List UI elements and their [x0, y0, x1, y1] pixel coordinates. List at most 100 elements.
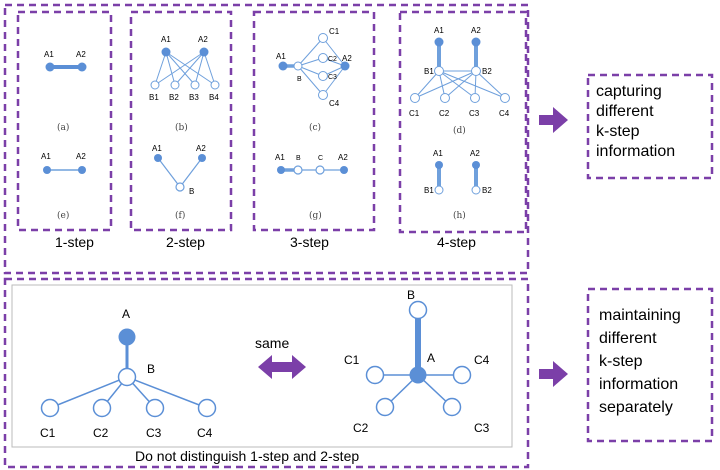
node-d-c4 — [500, 93, 510, 103]
node-b-a1 — [161, 47, 171, 57]
node-a1 — [45, 62, 55, 72]
label-b-b1: B1 — [149, 93, 159, 102]
top-result-frame — [586, 73, 714, 180]
node-d-b2 — [471, 66, 481, 76]
node-d-b1 — [434, 66, 444, 76]
bottom-result-frame — [586, 287, 714, 443]
graph-e: A1 A2 (e) — [41, 152, 86, 221]
label-d-c4: C4 — [499, 109, 510, 118]
label-d-a1: A1 — [434, 26, 444, 35]
label-b-b3: B3 — [189, 93, 199, 102]
label-e-a2: A2 — [76, 152, 86, 161]
top-result-line-3: k-step — [596, 123, 640, 140]
left-node-c1 — [40, 398, 60, 418]
node-c-c4 — [318, 90, 328, 100]
label-d-b2: B2 — [482, 67, 492, 76]
bottom-result-line-4: information — [599, 376, 679, 393]
right-node-b — [408, 300, 428, 320]
top-result-line-1: capturing — [596, 83, 662, 100]
label-d-b1: B1 — [424, 67, 434, 76]
label-b-b4: B4 — [209, 93, 219, 102]
caption-g: (g) — [309, 210, 322, 221]
left-label-b: B — [147, 362, 155, 376]
node-b-b4 — [210, 80, 220, 90]
step-label-3: 3-step — [290, 234, 329, 250]
node-d-c2 — [440, 93, 450, 103]
graph-h — [434, 161, 481, 195]
label-c-c3: C3 — [328, 74, 337, 81]
label-g-c: C — [318, 155, 323, 162]
four-step-frame — [398, 10, 528, 234]
node-g-a1 — [277, 166, 285, 174]
left-node-c2 — [92, 398, 112, 418]
node-c-c2 — [318, 53, 328, 63]
graph-b — [150, 47, 220, 90]
node-h-b1 — [434, 185, 444, 195]
caption-c: (c) — [309, 122, 321, 133]
label-d-a2: A2 — [471, 26, 481, 35]
bottom-result-line-1: maintaining — [599, 307, 681, 324]
left-label-a: A — [122, 307, 130, 321]
node-g-c — [315, 165, 325, 175]
top-right-arrow-icon — [539, 107, 568, 133]
left-label-c2: C2 — [93, 426, 109, 440]
label-c-a2: A2 — [342, 54, 352, 63]
node-d-a2 — [471, 37, 481, 47]
caption-h: (h) — [453, 210, 466, 221]
right-label-c2: C2 — [353, 421, 369, 435]
double-arrow-icon — [258, 355, 306, 379]
bottom-inner-frame — [11, 284, 513, 448]
label-c-b: B — [297, 76, 302, 83]
node-d-a1 — [434, 37, 444, 47]
node-c-b — [293, 61, 303, 71]
node-e-a2 — [78, 166, 86, 174]
left-node-c4 — [197, 398, 217, 418]
caption-a: (a) — [57, 122, 69, 133]
label-h-b2: B2 — [482, 186, 492, 195]
node-f-b — [175, 182, 185, 192]
label-d-c2: C2 — [439, 109, 450, 118]
graph-d — [410, 37, 510, 103]
top-result-text: capturing different k-step information — [596, 82, 675, 162]
node-a2 — [77, 62, 87, 72]
label-d-c3: C3 — [469, 109, 480, 118]
node-f-a1 — [154, 154, 162, 162]
node-c-a2 — [340, 61, 350, 71]
label-f-a2: A2 — [196, 144, 206, 153]
caption-b: (b) — [175, 122, 188, 133]
bottom-result-line-5: separately — [599, 399, 673, 416]
label-b-b2: B2 — [169, 93, 179, 102]
label-h-a1: A1 — [433, 149, 443, 158]
node-c-c1 — [318, 33, 328, 43]
node-h-a1 — [435, 161, 443, 169]
bottom-caption: Do not distinguish 1-step and 2-step — [135, 448, 359, 464]
node-h-b2 — [471, 185, 481, 195]
node-e-a1 — [43, 166, 51, 174]
node-d-c1 — [410, 93, 420, 103]
label-h-a2: A2 — [470, 149, 480, 158]
same-label: same — [255, 335, 289, 351]
top-result-line-2: different — [596, 103, 654, 120]
step-label-1: 1-step — [55, 234, 94, 250]
left-label-c4: C4 — [197, 426, 213, 440]
graph-c — [278, 33, 350, 100]
node-f-a2 — [198, 154, 206, 162]
label-g-a1: A1 — [275, 153, 285, 162]
label-c-c4: C4 — [329, 99, 340, 108]
right-label-b: B — [407, 288, 415, 302]
caption-e: (e) — [57, 210, 69, 221]
node-b-b2 — [170, 80, 180, 90]
label-b-a2: A2 — [198, 35, 208, 44]
label-g-a2: A2 — [338, 153, 348, 162]
right-node-c4 — [452, 365, 472, 385]
label-e-a1: A1 — [41, 152, 51, 161]
right-label-a: A — [427, 351, 435, 365]
right-label-c4: C4 — [474, 353, 490, 367]
right-node-a — [409, 366, 427, 384]
three-step-frame — [252, 10, 376, 232]
label-g-b: B — [296, 155, 301, 162]
left-label-c3: C3 — [146, 426, 162, 440]
two-step-frame — [129, 10, 233, 232]
